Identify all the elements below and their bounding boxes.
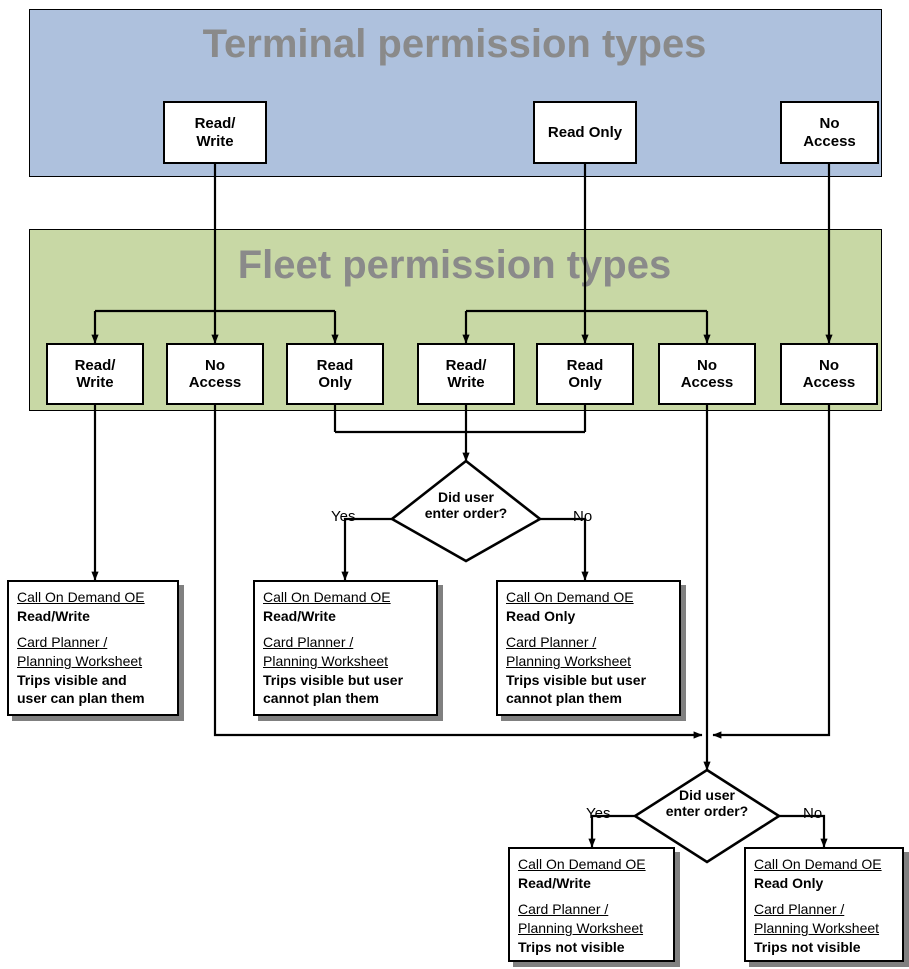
terminal-box-no-access-line1: No <box>819 115 840 133</box>
result-box-4[interactable]: Call On Demand OE Read/Write Card Planne… <box>508 847 675 962</box>
fleet-box-3-line1: Read <box>316 356 354 374</box>
result-5-cp-value-line1: Trips not visible <box>754 938 861 955</box>
result-5-oe-value: Read Only <box>754 874 824 891</box>
fleet-box-1-line1: Read/ <box>74 356 116 374</box>
fleet-box-3-line2: Only <box>318 374 352 391</box>
terminal-box-read-write-line2: Write <box>196 132 234 150</box>
fleet-box-4-line2: Write <box>447 374 485 391</box>
result-3-cp-header-line1: Card Planner / <box>506 634 597 651</box>
result-1-cp-header-line1: Card Planner / <box>17 634 108 651</box>
result-2-cp-value-line2: cannot plan them <box>263 690 379 707</box>
result-5-cp-header-line2: Planning Worksheet <box>754 919 880 936</box>
result-1-cp-value-line2: user can plan them <box>17 690 145 707</box>
fleet-box-2-line1: No <box>204 356 225 374</box>
result-box-5[interactable]: Call On Demand OE Read Only Card Planner… <box>744 847 904 962</box>
fleet-box-6-no-access[interactable]: No Access <box>658 343 756 405</box>
terminal-box-no-access[interactable]: No Access <box>780 101 879 164</box>
fleet-box-5-read-only[interactable]: Read Only <box>536 343 634 405</box>
fleet-box-7-no-access[interactable]: No Access <box>780 343 878 405</box>
result-3-cp-header-line2: Planning Worksheet <box>506 652 632 669</box>
decision-1-line1: Did user <box>437 489 494 505</box>
result-2-oe-header: Call On Demand OE <box>263 589 391 605</box>
result-4-oe-value: Read/Write <box>518 874 591 891</box>
fleet-box-7-line1: No <box>818 356 839 374</box>
result-1-cp-value-line1: Trips visible and <box>17 671 127 688</box>
terminal-box-read-write[interactable]: Read/ Write <box>163 101 267 164</box>
fleet-box-6-line2: Access <box>680 374 734 391</box>
fleet-box-2-line2: Access <box>188 374 242 391</box>
fleet-band-title: Fleet permission types <box>237 243 672 287</box>
result-2-cp-header-line2: Planning Worksheet <box>263 652 389 669</box>
fleet-box-4-line1: Read/ <box>445 356 487 374</box>
result-1-oe-value: Read/Write <box>17 607 90 624</box>
decision-2-label: Did user enter order? <box>647 787 767 819</box>
result-3-oe-value: Read Only <box>506 607 576 624</box>
result-5-cp-header-line1: Card Planner / <box>754 901 845 918</box>
fleet-box-2-no-access[interactable]: No Access <box>166 343 264 405</box>
result-box-3[interactable]: Call On Demand OE Read Only Card Planner… <box>496 580 681 716</box>
terminal-box-read-only-label: Read Only <box>547 123 623 141</box>
decision-2-yes-label: Yes <box>586 805 611 822</box>
decision-1-line2: enter order? <box>424 505 508 522</box>
result-3-oe-header: Call On Demand OE <box>506 589 634 605</box>
result-4-oe-header: Call On Demand OE <box>518 856 646 872</box>
result-1-oe-header: Call On Demand OE <box>17 589 145 605</box>
result-3-cp-value-line1: Trips visible but user <box>506 671 647 688</box>
decision-1-no-label: No <box>573 508 593 525</box>
result-2-cp-header-line1: Card Planner / <box>263 634 354 651</box>
result-2-cp-value-line1: Trips visible but user <box>263 671 404 688</box>
fleet-box-4-read-write[interactable]: Read/ Write <box>417 343 515 405</box>
fleet-box-5-line1: Read <box>566 356 604 374</box>
terminal-box-read-only[interactable]: Read Only <box>533 101 637 164</box>
result-1-cp-header-line2: Planning Worksheet <box>17 652 143 669</box>
decision-2-line2: enter order? <box>665 803 749 820</box>
terminal-band-title: Terminal permission types <box>202 22 707 66</box>
result-box-1[interactable]: Call On Demand OE Read/Write Card Planne… <box>7 580 179 716</box>
result-box-2[interactable]: Call On Demand OE Read/Write Card Planne… <box>253 580 438 716</box>
decision-1-yes-label: Yes <box>331 508 356 525</box>
fleet-box-5-line2: Only <box>568 374 602 391</box>
result-4-cp-value-line1: Trips not visible <box>518 938 625 955</box>
fleet-box-1-line2: Write <box>76 374 114 391</box>
fleet-box-1-read-write[interactable]: Read/ Write <box>46 343 144 405</box>
result-5-oe-header: Call On Demand OE <box>754 856 882 872</box>
result-2-oe-value: Read/Write <box>263 607 336 624</box>
decision-2-line1: Did user <box>678 787 735 803</box>
terminal-box-no-access-line2: Access <box>803 132 856 150</box>
decision-1-label: Did user enter order? <box>406 489 526 521</box>
fleet-box-6-line1: No <box>696 356 717 374</box>
result-3-cp-value-line2: cannot plan them <box>506 690 622 707</box>
fleet-box-3-read-only[interactable]: Read Only <box>286 343 384 405</box>
fleet-box-7-line2: Access <box>802 374 856 391</box>
result-4-cp-header-line2: Planning Worksheet <box>518 919 644 936</box>
terminal-box-read-write-line1: Read/ <box>194 115 236 133</box>
decision-2-no-label: No <box>803 805 823 822</box>
result-4-cp-header-line1: Card Planner / <box>518 901 609 918</box>
